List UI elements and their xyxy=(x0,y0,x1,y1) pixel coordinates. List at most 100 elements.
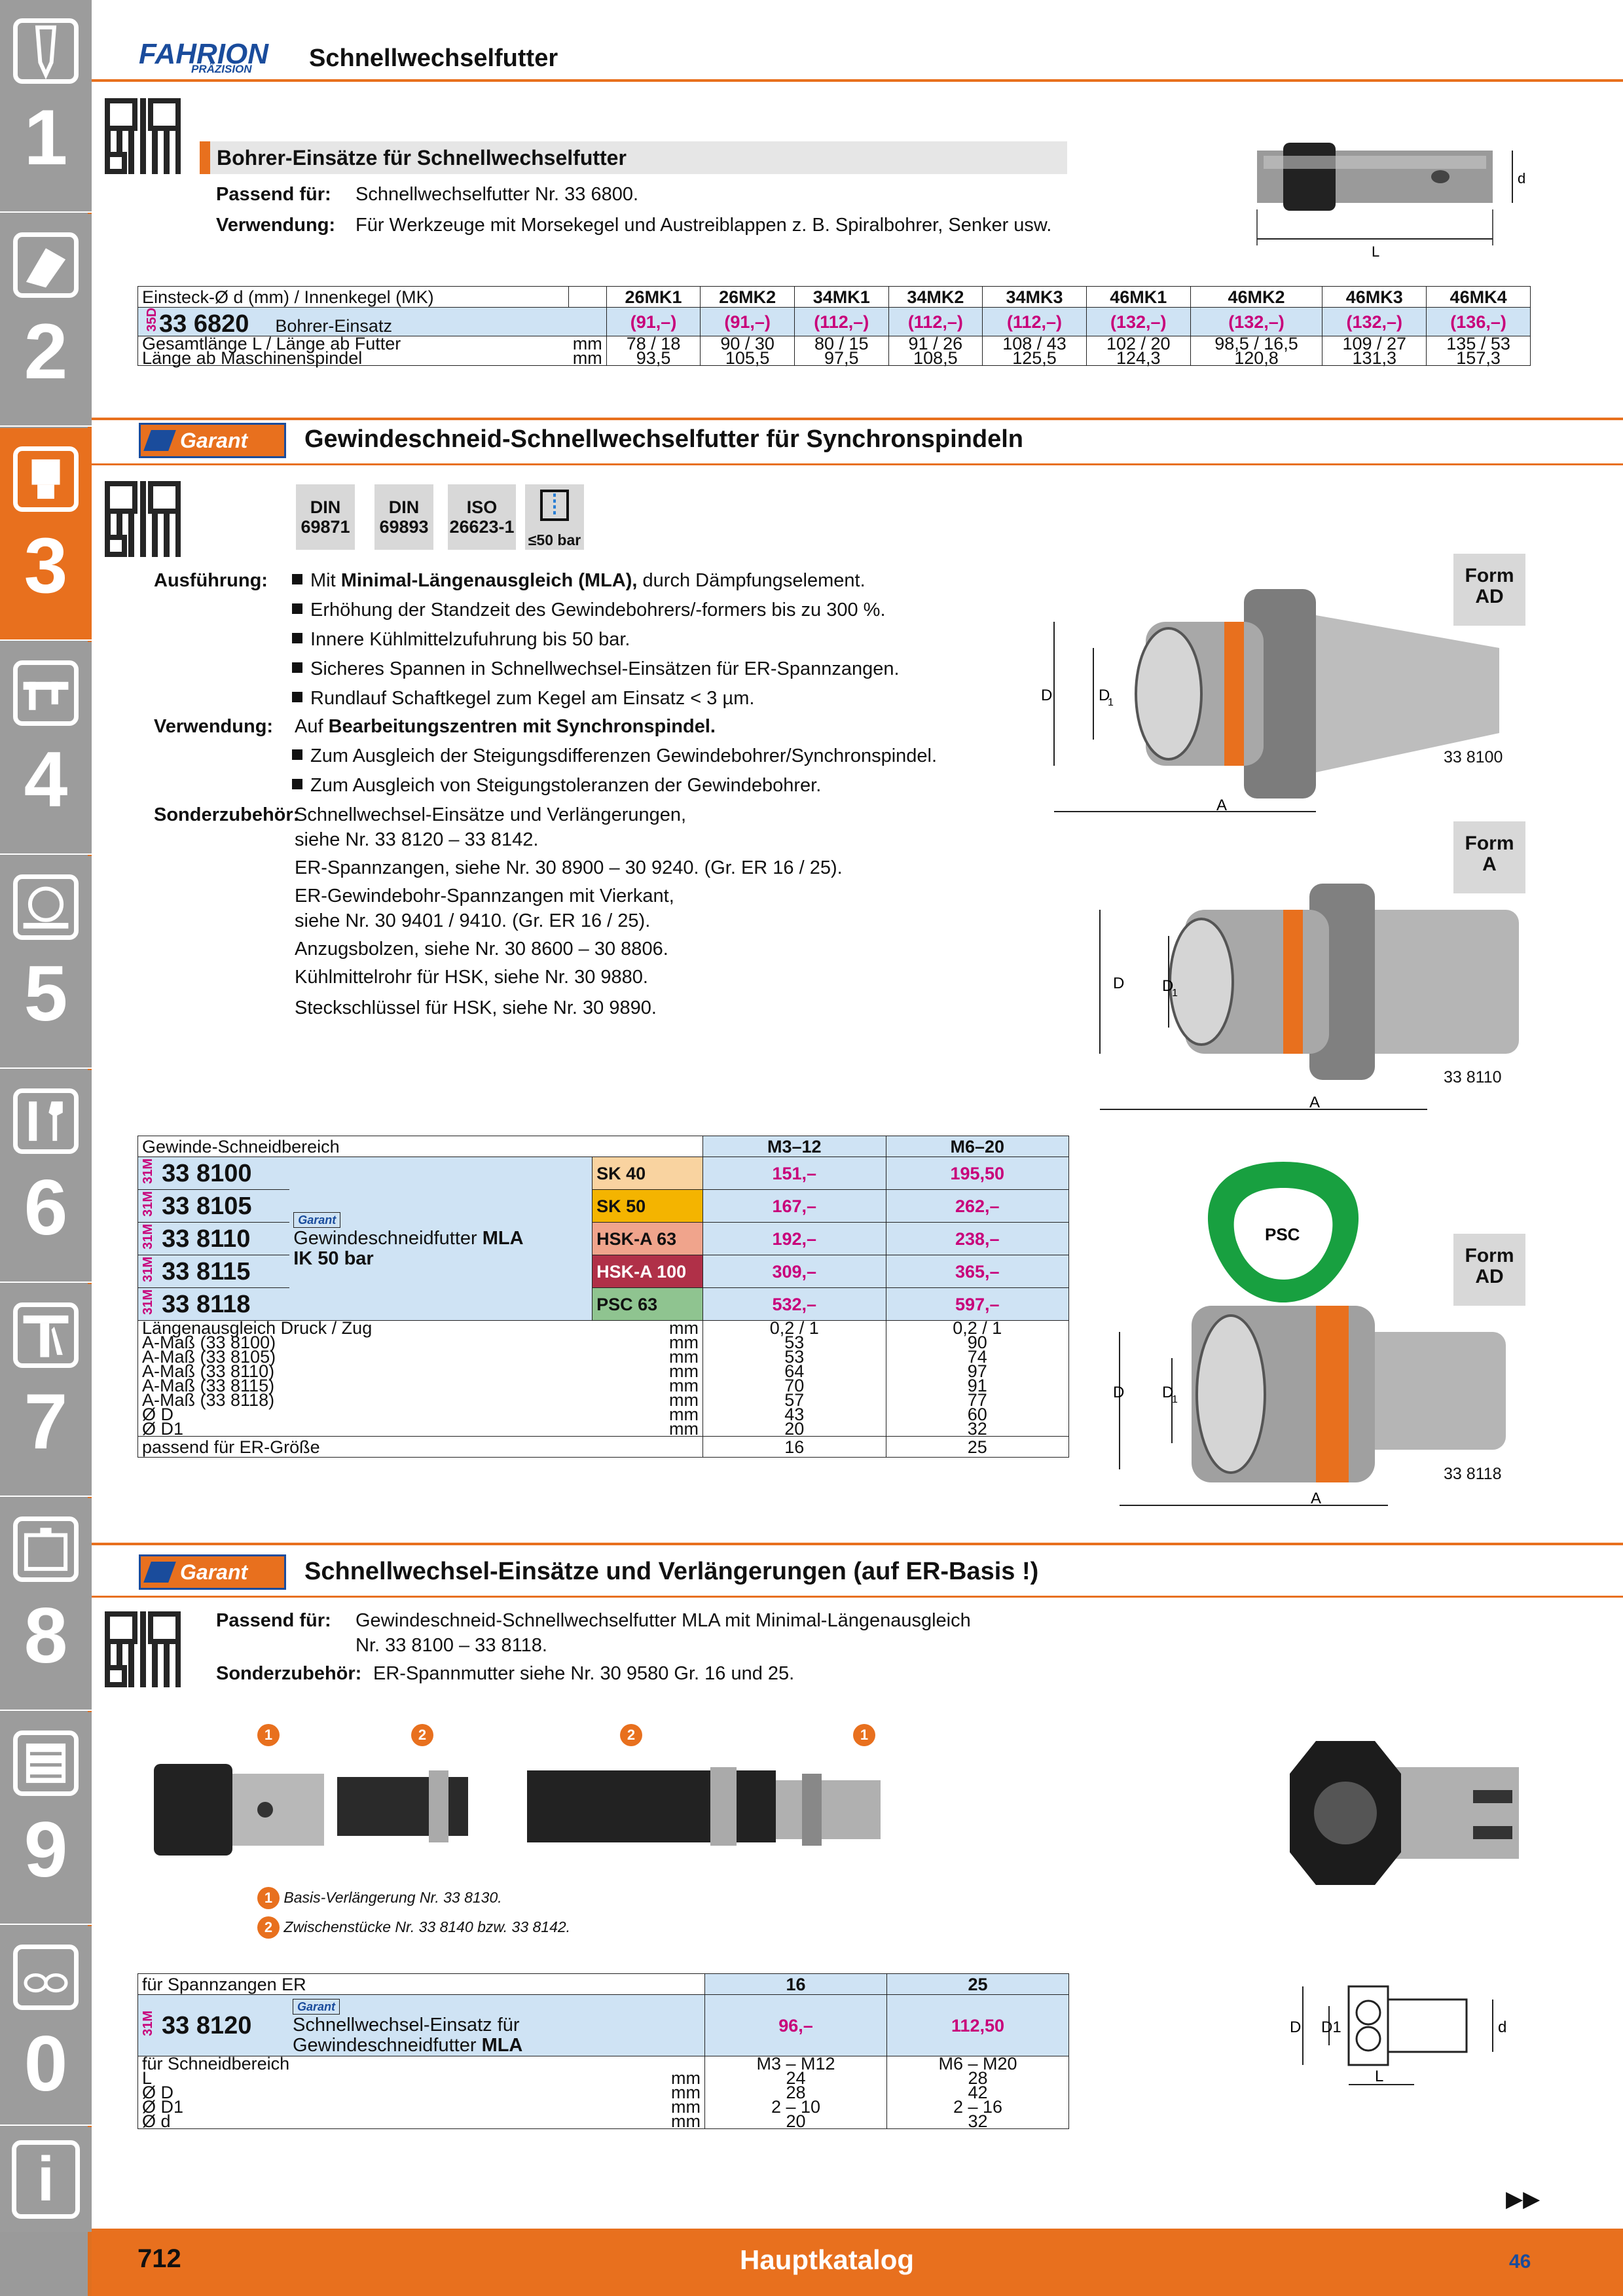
article-desc: Bohrer-Einsatz xyxy=(275,315,392,336)
qr-code[interactable] xyxy=(105,98,181,174)
price: 238,– xyxy=(885,1222,1069,1255)
chapter-tab-2[interactable]: 2 xyxy=(0,214,92,427)
section-title: Gewindeschneid-Schnellwechselfutter für … xyxy=(304,425,1023,453)
row-label: Ø D1 xyxy=(137,2098,297,2116)
passend-label: Passend für: xyxy=(216,1610,331,1631)
passend-text: Nr. 33 8100 – 33 8118. xyxy=(356,1635,547,1656)
chapter-tab-5[interactable]: 5 xyxy=(0,856,92,1069)
psc-profile-icon: PSC xyxy=(1207,1162,1359,1302)
chapter-number: 2 xyxy=(24,308,68,395)
chapter-tab-info[interactable]: i xyxy=(0,2127,92,2232)
info-icon: i xyxy=(12,2140,80,2219)
insert-table: für Spannzangen ER 16 25 31M 33 8120 Gar… xyxy=(137,1973,1069,2130)
price: 309,– xyxy=(702,1255,886,1288)
row-label: Gesamtlänge L / Länge ab Futter xyxy=(137,335,556,352)
qr-code[interactable] xyxy=(105,1611,181,1687)
col-head: 46MK4 xyxy=(1426,286,1531,308)
next-page-icon[interactable]: ▶▶ xyxy=(1506,2187,1541,2212)
price: 365,– xyxy=(885,1255,1069,1288)
feature-item: Innere Kühlmittelzufuhrung bis 50 bar. xyxy=(292,627,630,652)
svg-text:D: D xyxy=(1290,2018,1301,2036)
price: 195,50 xyxy=(885,1157,1069,1190)
chapter-number: 1 xyxy=(24,94,68,181)
footer-number: 46 xyxy=(1509,2251,1531,2272)
verwendung-text: Auf Bearbeitungszentren mit Synchronspin… xyxy=(295,716,716,737)
price: 532,– xyxy=(702,1287,886,1321)
price: 192,– xyxy=(702,1222,886,1255)
insert-icon xyxy=(13,232,79,298)
accessory-line: Anzugsbolzen, siehe Nr. 30 8600 – 30 880… xyxy=(295,939,668,960)
row-label: Ø D1 xyxy=(137,1420,593,1437)
price: (132,–) xyxy=(1190,307,1323,336)
row-label: Ø D xyxy=(137,2084,297,2102)
chapter-number: 3 xyxy=(24,522,68,609)
sonder-label: Sonderzubehör: xyxy=(154,804,300,825)
svg-text:L: L xyxy=(1375,2068,1383,2085)
col-head: 25 xyxy=(886,1973,1069,1995)
table-header-label: Gewinde-Schneidbereich xyxy=(137,1136,704,1157)
price: 151,– xyxy=(702,1157,886,1190)
chapter-tab-7[interactable]: 7 xyxy=(0,1284,92,1497)
chapter-sidebar: 1 2 3 4 5 6 7 8 9 0 i xyxy=(0,0,92,2296)
section-bar: Bohrer-Einsätze für Schnellwechselfutter xyxy=(200,141,1067,174)
svg-text:D: D xyxy=(1113,1384,1124,1401)
drill-insert-table: Einsteck-Ø d (mm) / Innenkegel (MK) 26MK… xyxy=(137,286,1531,367)
svg-text:D: D xyxy=(1041,687,1052,704)
accessory-line: siehe Nr. 30 9401 / 9410. (Gr. ER 16 / 2… xyxy=(295,910,651,931)
article-number: 33 8110 xyxy=(158,1222,290,1255)
saw-icon xyxy=(13,874,79,940)
row-label: Längenausgleich Druck / Zug xyxy=(137,1319,593,1336)
svg-text:D: D xyxy=(1162,977,1173,995)
feature-item: Mit Minimal-Längenausgleich (MLA), durch… xyxy=(292,568,866,593)
accessory-line: Steckschlüssel für HSK, siehe Nr. 30 989… xyxy=(295,997,657,1018)
caliper-icon xyxy=(13,660,79,726)
row-label: A-Maß (33 8115) xyxy=(137,1377,593,1395)
chapter-number: 6 xyxy=(24,1164,68,1251)
chapter-tab-9[interactable]: 9 xyxy=(0,1712,92,1925)
garant-mini-logo: Garant xyxy=(293,1999,340,2015)
page-title: Schnellwechselfutter xyxy=(309,45,558,72)
product-label: 33 8100 xyxy=(1444,748,1503,766)
col-head: M6–20 xyxy=(885,1136,1069,1157)
coolant-icon xyxy=(540,490,569,521)
drill-insert-drawing: L d xyxy=(1256,143,1525,260)
toolbox-icon xyxy=(13,1516,79,1582)
chuck-icon xyxy=(13,446,79,512)
svg-text:1: 1 xyxy=(1108,697,1114,708)
marker: 1 xyxy=(853,1724,875,1746)
col-head: 34MK1 xyxy=(793,286,889,308)
svg-text:D: D xyxy=(1113,975,1124,992)
chapter-tab-0[interactable]: 0 xyxy=(0,1926,92,2126)
col-head: M3–12 xyxy=(702,1136,886,1157)
row-label: A-Maß (33 8110) xyxy=(137,1363,593,1380)
price: (91,–) xyxy=(606,307,701,336)
qr-code[interactable] xyxy=(105,481,181,557)
price: 262,– xyxy=(885,1189,1069,1223)
price: 167,– xyxy=(702,1189,886,1223)
col-head: 16 xyxy=(704,1973,887,1995)
chapter-tab-8[interactable]: 8 xyxy=(0,1498,92,1711)
svg-text:D: D xyxy=(1162,1384,1173,1401)
chapter-number: 0 xyxy=(24,2020,68,2108)
table-header-label: Einsteck-Ø d (mm) / Innenkegel (MK) xyxy=(137,286,570,308)
catalog-title: Hauptkatalog xyxy=(740,2244,915,2275)
code-label: 35D xyxy=(145,308,159,332)
passend-label: Passend für: xyxy=(216,184,331,205)
marker: 1 xyxy=(257,1724,280,1746)
chapter-tab-6[interactable]: 6 xyxy=(0,1070,92,1283)
row-label: L xyxy=(137,2070,297,2087)
row-label: für Schneidbereich xyxy=(137,2055,297,2072)
chapter-tab-4[interactable]: 4 xyxy=(0,642,92,855)
svg-text:1: 1 xyxy=(1172,1394,1178,1405)
dim-d: d xyxy=(1518,170,1525,187)
type-sk50: SK 50 xyxy=(592,1189,704,1223)
chapter-tab-3[interactable]: 3 xyxy=(0,428,92,641)
chapter-number: 7 xyxy=(24,1378,68,1465)
article-number: 33 6820 xyxy=(159,310,249,338)
chapter-tab-1[interactable]: 1 xyxy=(0,0,92,213)
cabinet-icon xyxy=(13,1731,79,1796)
psc-holder-drawing: D D 1 A xyxy=(1113,1306,1506,1507)
